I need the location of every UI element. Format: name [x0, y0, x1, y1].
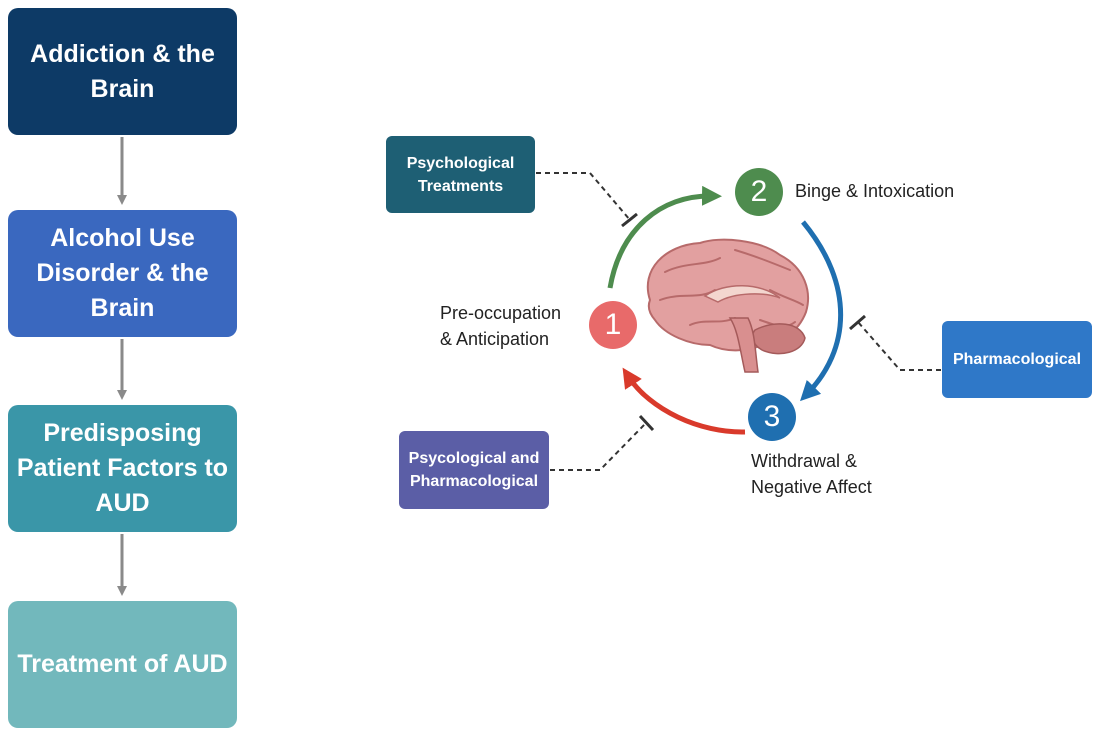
stage-1-badge: 1: [589, 301, 637, 349]
flow-box-addiction-brain: Addiction & the Brain: [8, 8, 237, 135]
cycle-arrow-1-to-2: [607, 185, 722, 289]
stage-3-badge: 3: [748, 393, 796, 441]
stage-1-label: Pre-occupation & Anticipation: [440, 303, 562, 349]
treatment-label: Psychological Treatments: [406, 154, 515, 195]
flow-box-label: Treatment of AUD: [17, 650, 228, 678]
inhibit-bar-combined: [638, 414, 655, 432]
cycle-arrow-3-to-1: [622, 367, 746, 435]
treatment-box-combined: Psycological and Pharmacological: [399, 431, 549, 509]
stage-2-badge: 2: [735, 168, 783, 216]
treatment-label: Pharmacological: [952, 351, 1082, 368]
flow-box-treatment: Treatment of AUD: [8, 601, 237, 728]
inhibit-line-pharmacological: [857, 321, 941, 371]
treatment-label: Psycological and Pharmacological: [408, 450, 540, 490]
flow-box-label: Alcohol Use Disorder & the Brain: [36, 224, 209, 322]
flow-box-predisposing-factors: Predisposing Patient Factors to AUD: [8, 405, 237, 532]
inhibit-bar-pharmacological: [849, 314, 866, 331]
inhibit-line-combined: [550, 422, 647, 471]
inhibit-bar-psychological: [621, 212, 638, 228]
cycle-arrow-2-to-3: [800, 220, 843, 402]
flow-box-label: Predisposing Patient Factors to AUD: [16, 419, 229, 517]
brain-icon: [646, 238, 810, 373]
flow-box-label: Addiction & the Brain: [30, 39, 215, 103]
stage-2-label: Binge & Intoxication: [795, 181, 955, 201]
treatment-box-pharmacological: Pharmacological: [942, 321, 1092, 398]
inhibit-line-psychological: [536, 172, 631, 221]
stage-3-label: Withdrawal & Negative Affect: [751, 451, 872, 497]
flow-box-aud-brain: Alcohol Use Disorder & the Brain: [8, 210, 237, 337]
treatment-box-psychological: Psychological Treatments: [386, 136, 535, 213]
